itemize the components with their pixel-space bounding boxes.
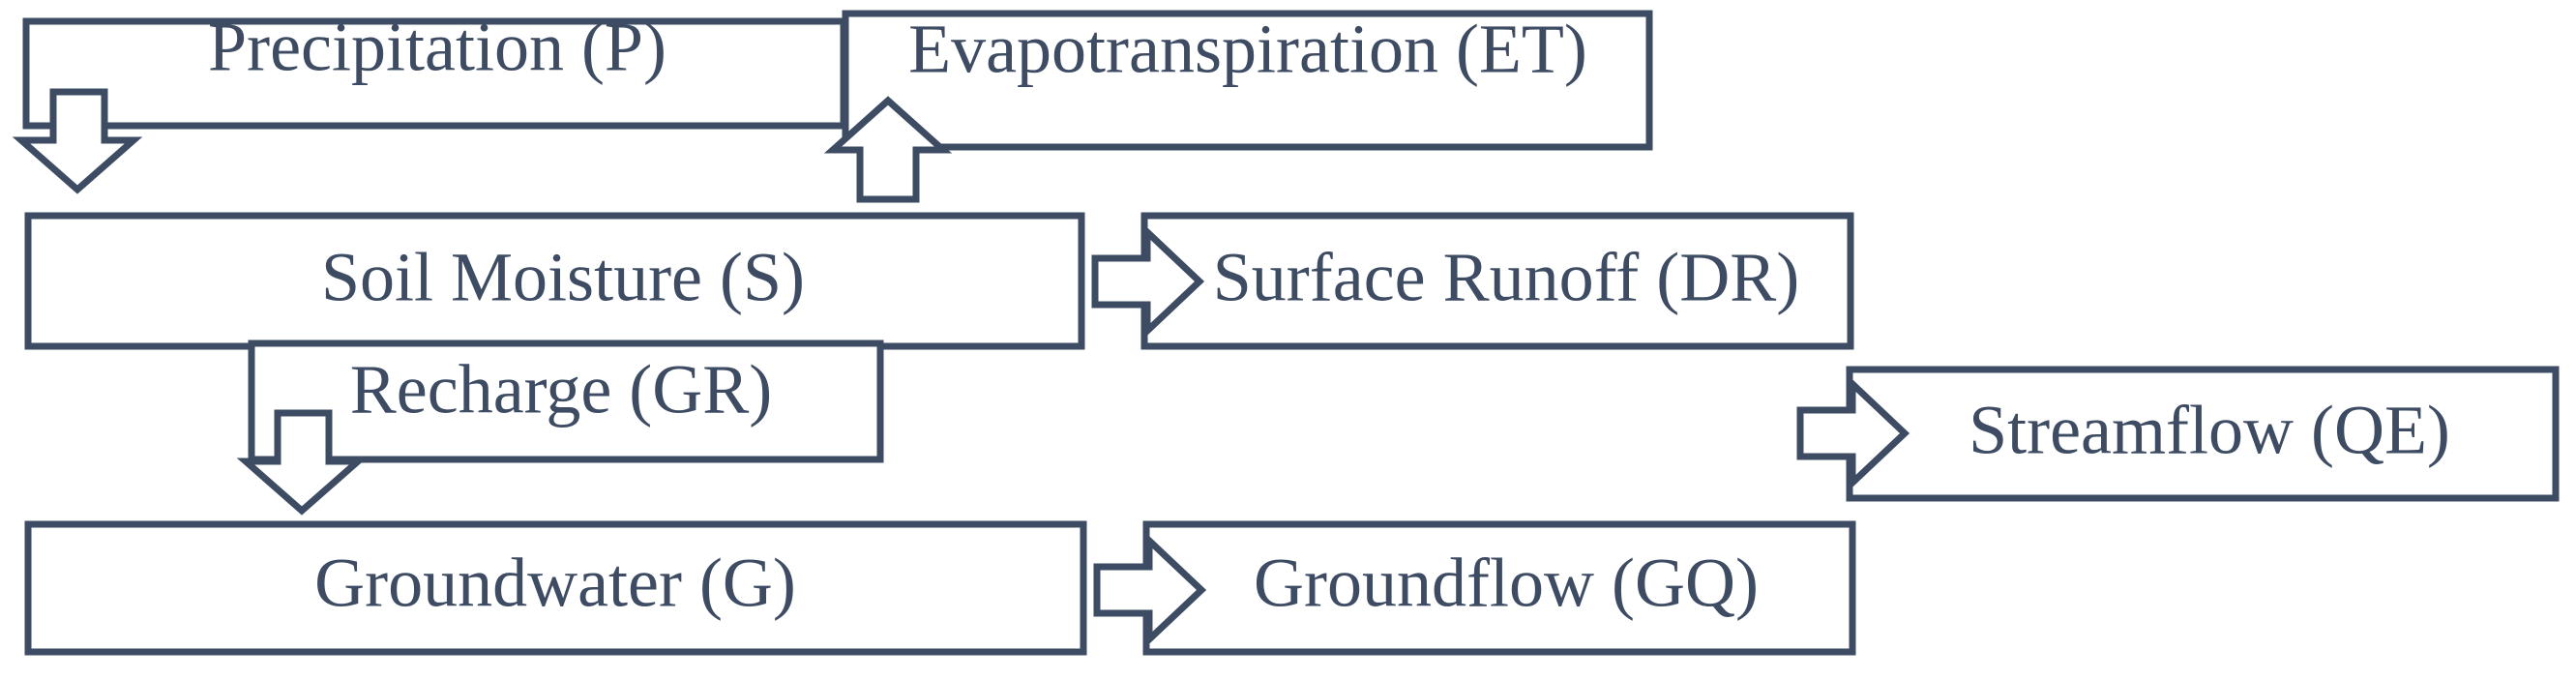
arrow-recharge-to-groundwater: [236, 409, 368, 516]
arrow-groundwater-to-groundflow: [1093, 532, 1207, 648]
label-groundwater: Groundwater (G): [314, 545, 796, 622]
arrow-surface-runoff-to-streamflow: [1796, 375, 1910, 491]
label-surface-runoff: Surface Runoff (DR): [1213, 239, 1800, 316]
label-recharge: Recharge (GR): [350, 351, 773, 428]
label-evapotranspiration: Evapotranspiration (ET): [908, 11, 1587, 88]
node-surface-runoff[interactable]: [1140, 212, 1854, 350]
arrow-soil-moisture-to-surface-runoff: [1091, 223, 1205, 340]
arrow-precipitation-to-soil-moisture: [12, 88, 143, 194]
node-evapotranspiration[interactable]: [842, 10, 1653, 151]
arrow-soil-moisture-to-evapotranspiration: [823, 96, 953, 203]
node-precipitation[interactable]: [22, 17, 847, 130]
label-groundflow: Groundflow (GQ): [1254, 545, 1759, 622]
label-precipitation: Precipitation (P): [208, 9, 666, 86]
node-recharge[interactable]: [248, 340, 884, 463]
node-groundwater[interactable]: [24, 520, 1087, 656]
label-soil-moisture: Soil Moisture (S): [321, 239, 805, 316]
label-streamflow: Streamflow (QE): [1969, 392, 2450, 469]
